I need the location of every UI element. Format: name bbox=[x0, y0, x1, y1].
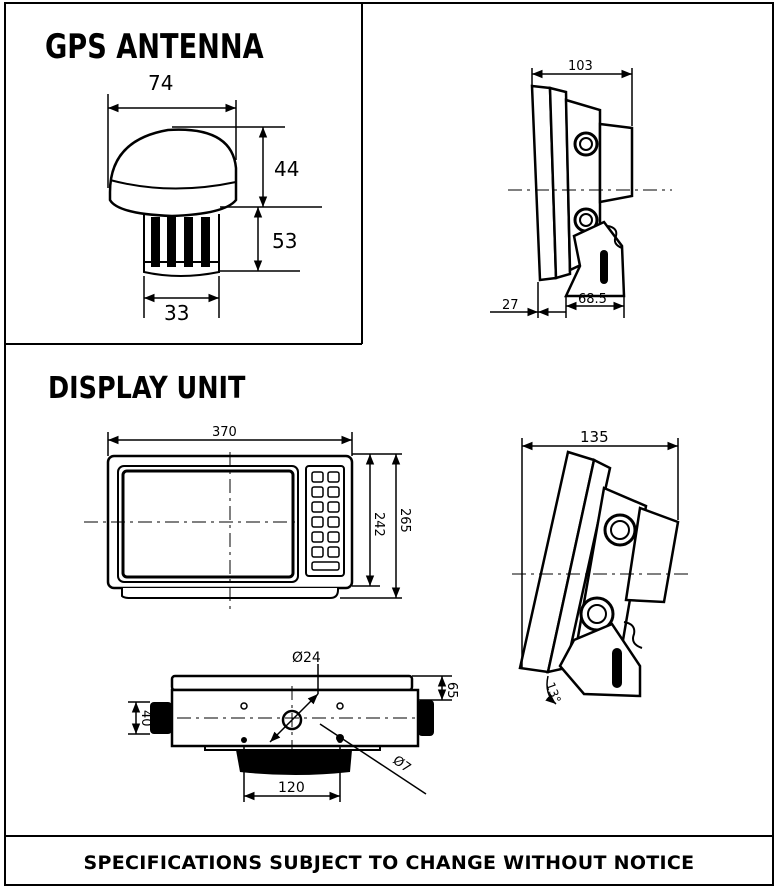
dim-display-total-height-label: 265 bbox=[397, 508, 412, 533]
antenna-title: GPS ANTENNA bbox=[45, 27, 264, 67]
dim-hole-dia-label: Ø24 bbox=[292, 650, 321, 666]
side-view-large: 135 13° bbox=[512, 428, 690, 705]
dim-side-depth-label: 103 bbox=[568, 59, 593, 74]
dim-antenna-base-label: 53 bbox=[272, 229, 297, 253]
dim-large-depth-label: 135 bbox=[580, 428, 609, 446]
dim-display-inner-height-label: 242 bbox=[371, 512, 386, 537]
dim-antenna-base-width-label: 33 bbox=[164, 301, 189, 325]
display-unit-drawing: DISPLAY UNIT 370 242 bbox=[48, 370, 412, 610]
display-title: DISPLAY UNIT bbox=[48, 370, 245, 406]
dim-side-bracket-label: 68.5 bbox=[578, 292, 607, 307]
footer-notice: SPECIFICATIONS SUBJECT TO CHANGE WITHOUT… bbox=[83, 852, 695, 874]
antenna-dome bbox=[108, 128, 238, 218]
bottom-view: Ø24 Ø7 120 40 65 bbox=[128, 650, 459, 802]
side-view-small: 103 27 68.5 bbox=[490, 59, 672, 318]
dim-right-height-label: 65 bbox=[444, 682, 459, 699]
dim-display-width-label: 370 bbox=[212, 425, 237, 440]
keypad bbox=[311, 471, 340, 571]
dim-antenna-width bbox=[107, 94, 237, 188]
dim-antenna-top bbox=[172, 126, 322, 208]
dim-antenna-base bbox=[220, 207, 300, 272]
antenna-mast bbox=[143, 214, 220, 277]
dim-antenna-top-label: 44 bbox=[274, 157, 299, 181]
dim-tilt-label: 13° bbox=[543, 680, 563, 705]
dim-spacing-label: 120 bbox=[278, 780, 305, 796]
dim-side-height-label: 40 bbox=[138, 710, 153, 727]
dim-side-offset-label: 27 bbox=[502, 298, 519, 313]
dim-antenna-base-width bbox=[143, 276, 220, 318]
frame bbox=[4, 2, 774, 886]
dim-antenna-width-label: 74 bbox=[148, 71, 173, 95]
gps-antenna-drawing: GPS ANTENNA 74 44 bbox=[45, 27, 322, 325]
